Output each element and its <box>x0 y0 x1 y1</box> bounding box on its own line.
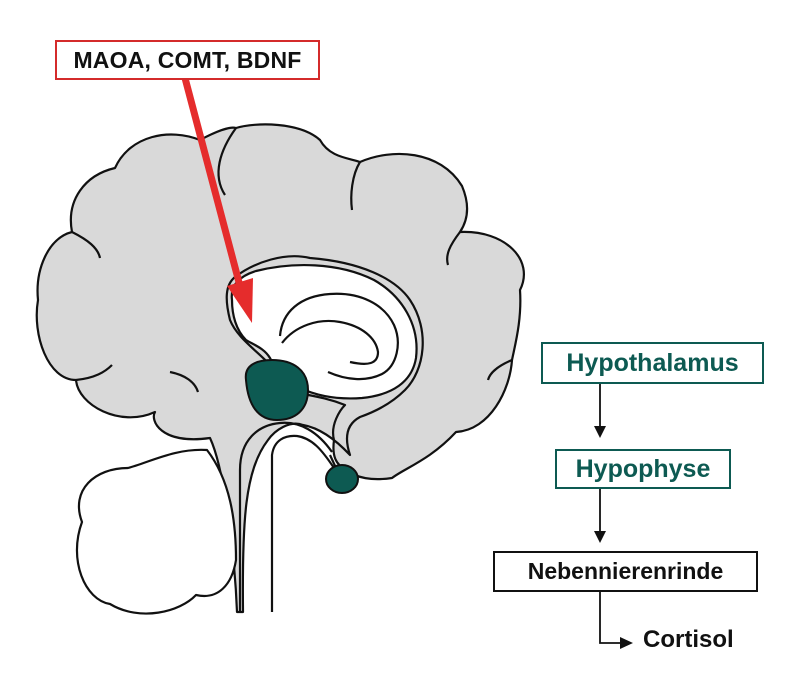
sulcus <box>217 127 237 196</box>
gene-arrow-head <box>227 278 253 323</box>
sulcus <box>486 358 513 381</box>
sulcus <box>169 370 200 393</box>
pituitary-label: Hypophyse <box>555 449 731 489</box>
flow-arrow-head <box>594 531 606 543</box>
ventricle <box>278 292 399 381</box>
sulcus <box>446 231 461 266</box>
pituitary-region <box>325 464 359 494</box>
flow-arrow-head <box>620 637 633 649</box>
sulcus <box>350 161 361 211</box>
flow-arrow-head <box>594 426 606 438</box>
sulcus <box>75 364 113 382</box>
hypothalamus-label: Hypothalamus <box>541 342 764 384</box>
fornix <box>281 319 380 365</box>
gene-arrow <box>181 77 249 306</box>
flow-arrow <box>599 592 622 644</box>
brainstem <box>270 434 335 612</box>
cortisol-label: Cortisol <box>643 626 734 653</box>
adrenal-cortex-label: Nebennierenrinde <box>493 551 758 592</box>
genes-label: MAOA, COMT, BDNF <box>55 40 320 80</box>
cerebellum <box>75 448 238 615</box>
brainstem <box>238 421 333 612</box>
sulcus <box>71 231 102 259</box>
hypothalamus-region <box>244 358 310 422</box>
